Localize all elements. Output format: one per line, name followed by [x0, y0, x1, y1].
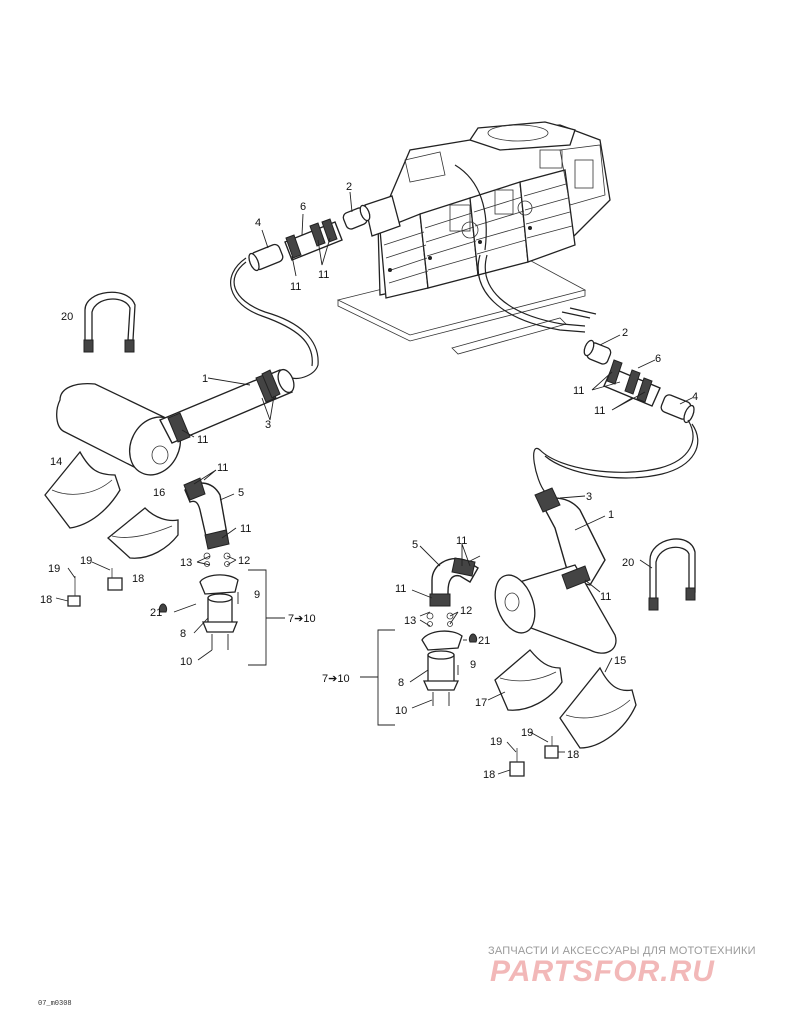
callout-6: 6	[300, 201, 306, 213]
callout-8: 8	[180, 628, 186, 640]
right-small-brackets	[509, 736, 559, 777]
callout-11: 11	[318, 269, 329, 281]
watermark-logo: PARTSFOR.RU	[490, 955, 715, 988]
left-cable	[233, 261, 319, 380]
callout-15: 15	[614, 655, 626, 667]
callout-14: 14	[50, 456, 62, 468]
right-cable	[533, 419, 694, 493]
callout-19: 19	[521, 727, 533, 739]
callout-18: 18	[132, 573, 144, 585]
right-elbow-5	[429, 557, 479, 607]
callout-10: 10	[395, 705, 407, 717]
callout-9: 9	[254, 589, 260, 601]
callout-4: 4	[692, 391, 698, 403]
callout-11: 11	[197, 434, 208, 446]
left-small-brackets	[67, 568, 123, 607]
callout-labels: 4 6 2 11 11 20 1 3 11 14 16 11 5 11 13 1…	[40, 181, 698, 781]
callout-19: 19	[48, 563, 60, 575]
right-group-bracket	[360, 629, 395, 726]
leader-lines	[55, 191, 693, 775]
callout-4: 4	[255, 217, 261, 229]
callout-11: 11	[395, 583, 406, 595]
callout-10: 10	[180, 656, 192, 668]
callout-7-to-10: 7➔10	[322, 673, 350, 685]
callout-3: 3	[265, 419, 271, 431]
engine-block	[336, 121, 611, 355]
callout-18: 18	[40, 594, 52, 606]
callout-11: 11	[573, 385, 584, 397]
right-cradles	[494, 649, 637, 749]
callout-3: 3	[586, 491, 592, 503]
callout-11: 11	[600, 591, 611, 603]
callout-9: 9	[470, 659, 476, 671]
callout-5: 5	[412, 539, 418, 551]
right-strap-bracket-20	[648, 538, 696, 611]
callout-5: 5	[238, 487, 244, 499]
callout-6: 6	[655, 353, 661, 365]
callout-21: 21	[478, 635, 490, 647]
callout-19: 19	[490, 736, 502, 748]
right-muffler-assembly	[494, 487, 617, 654]
left-cradles	[44, 450, 179, 559]
right-lower-outlet	[421, 612, 478, 706]
callout-21: 21	[150, 607, 162, 619]
left-strap-bracket-20	[83, 291, 136, 353]
callout-18: 18	[483, 769, 495, 781]
callout-11: 11	[240, 523, 251, 535]
figure-code: 07_m0308	[38, 1000, 72, 1008]
callout-7-to-10: 7➔10	[288, 613, 316, 625]
callout-11: 11	[456, 535, 467, 547]
left-group-bracket	[248, 569, 285, 666]
callout-2: 2	[346, 181, 352, 193]
callout-12: 12	[238, 555, 250, 567]
callout-13: 13	[404, 615, 416, 627]
callout-11: 11	[217, 462, 228, 474]
callout-12: 12	[460, 605, 472, 617]
callout-8: 8	[398, 677, 404, 689]
callout-19: 19	[80, 555, 92, 567]
callout-13: 13	[180, 557, 192, 569]
callout-1: 1	[202, 373, 208, 385]
callout-20: 20	[622, 557, 634, 569]
right-upper-fittings	[583, 339, 695, 424]
callout-16: 16	[153, 487, 165, 499]
callout-11: 11	[290, 281, 301, 293]
callout-17: 17	[475, 697, 487, 709]
left-elbow-5	[183, 477, 230, 550]
callout-2: 2	[622, 327, 628, 339]
callout-1: 1	[608, 509, 614, 521]
watermark-text: ЗАПЧАСТИ И АКСЕССУАРЫ ДЛЯ МОТОТЕХНИКИ	[488, 945, 756, 957]
left-upper-fittings	[248, 204, 371, 272]
left-lower-outlet	[158, 552, 239, 650]
left-muffler-assembly	[56, 368, 295, 476]
callout-11: 11	[594, 405, 605, 417]
callout-20: 20	[61, 311, 73, 323]
callout-18: 18	[567, 749, 579, 761]
